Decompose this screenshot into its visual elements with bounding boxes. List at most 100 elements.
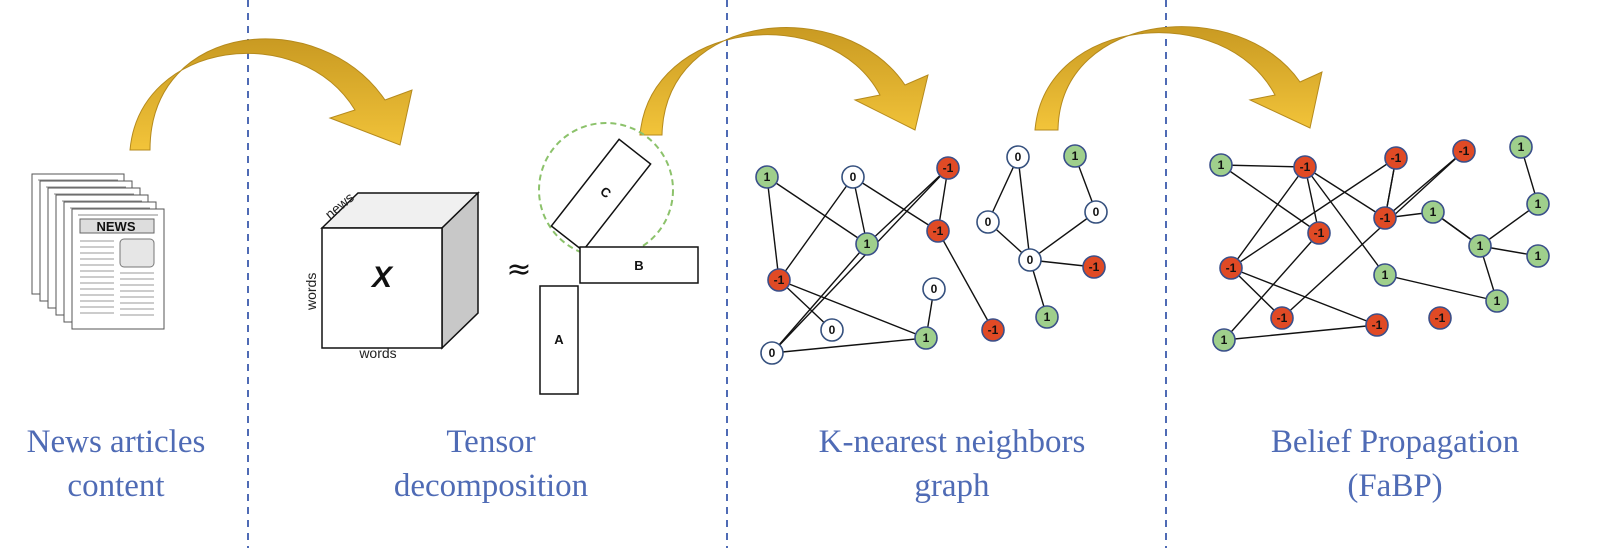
knn-graph-node — [820, 318, 844, 342]
knn-graph-node — [1018, 248, 1042, 272]
curved-arrow-3 — [1034, 26, 1323, 131]
knn-graph-node — [1006, 145, 1030, 169]
knn-graph-node — [914, 326, 938, 350]
knn-graph-edge — [771, 243, 868, 354]
knn-graph-node-label: 0 — [769, 346, 776, 360]
fabp-graph-node — [1307, 221, 1331, 245]
fabp-graph-node-label: -1 — [1391, 151, 1402, 165]
knn-graph-node-label: 0 — [829, 323, 836, 337]
fabp-graph-node-label: -1 — [1372, 318, 1383, 332]
fabp-graph-edge — [1230, 166, 1306, 269]
caption-stage-4-line-2: (FaBP) — [1347, 468, 1442, 504]
knn-graph-edge — [771, 167, 949, 354]
knn-graph-node-label: -1 — [943, 161, 954, 175]
fabp-graph-edge — [1230, 157, 1397, 269]
caption-stage-3-line-2: graph — [914, 468, 990, 504]
knn-graph-node-label: 0 — [1015, 150, 1022, 164]
curved-arrow-1 — [129, 38, 413, 151]
tensor-left-axis-label: words — [303, 273, 319, 311]
knn-graph-node — [976, 210, 1000, 234]
knn-graph-node-label: 0 — [1093, 205, 1100, 219]
fabp-graph-edge — [1384, 274, 1498, 302]
curved-arrow-2 — [639, 27, 929, 136]
fabp-graph-node — [1270, 306, 1294, 330]
fabp-graph-node-label: -1 — [1226, 261, 1237, 275]
fabp-graph-node-label: 1 — [1218, 158, 1225, 172]
knn-graph-edge — [778, 279, 927, 339]
tensor-symbol: X — [370, 261, 394, 294]
approx-symbol: ≈ — [506, 252, 531, 287]
fabp-graph-edge — [1304, 166, 1386, 276]
fabp-graph-node — [1468, 234, 1492, 258]
caption-stage-2-line-1: Tensor — [446, 424, 535, 460]
caption-stage-1-line-2: content — [67, 468, 164, 504]
caption-stage-4-line-1: Belief Propagation — [1271, 424, 1519, 460]
knn-graph-edge — [987, 156, 1019, 223]
knn-graph-node — [760, 341, 784, 365]
caption-stage-1-line-1: News articles — [27, 424, 206, 460]
fabp-graph-node — [1509, 135, 1533, 159]
fabp-graph-node — [1384, 146, 1408, 170]
factor-a-matrix — [539, 285, 579, 395]
fabp-graph-node-label: -1 — [1300, 160, 1311, 174]
fabp-graph-node — [1526, 192, 1550, 216]
knn-graph-edge — [866, 167, 949, 245]
fabp-graph-node-label: 1 — [1494, 294, 1501, 308]
factor-b-label: B — [634, 258, 643, 273]
fabp-graph-node-label: 1 — [1477, 239, 1484, 253]
fabp-graph-edge — [1223, 232, 1320, 341]
knn-graph-edge — [852, 176, 939, 232]
knn-graph-edge — [1029, 211, 1097, 261]
knn-graph-node — [1082, 255, 1106, 279]
fabp-graph-node-label: 1 — [1430, 205, 1437, 219]
knn-graph-node-label: 1 — [923, 331, 930, 345]
tensor-cube — [320, 191, 480, 350]
fabp-graph-node-label: 1 — [1535, 197, 1542, 211]
knn-graph-node — [1063, 144, 1087, 168]
fabp-graph-node — [1219, 256, 1243, 280]
fabp-graph-node-label: -1 — [1380, 211, 1391, 225]
fabp-graph-node-label: 1 — [1535, 249, 1542, 263]
fabp-graph-node — [1485, 289, 1509, 313]
knn-graph-node-label: 1 — [864, 237, 871, 251]
tensor-bottom-axis-label: words — [358, 345, 396, 361]
knn-graph-node — [1035, 305, 1059, 329]
fabp-graph-node-label: 1 — [1382, 268, 1389, 282]
factor-a-label: A — [554, 332, 564, 347]
knn-graph-node — [926, 219, 950, 243]
knn-graph-node — [936, 156, 960, 180]
fabp-graph-node — [1421, 200, 1445, 224]
knn-graph-node — [1084, 200, 1108, 224]
fabp-graph-edge — [1479, 203, 1539, 247]
knn-graph-node-label: 0 — [1027, 253, 1034, 267]
fabp-graph-node — [1452, 139, 1476, 163]
fabp-graph-node — [1209, 153, 1233, 177]
fabp-graph-edge — [1230, 267, 1283, 319]
fabp-graph-node — [1365, 313, 1389, 337]
fabp-graph-node — [1373, 206, 1397, 230]
knn-graph-node-label: 0 — [985, 215, 992, 229]
fabp-graph-edge — [1281, 150, 1465, 319]
knn-graph-node-label: 0 — [931, 282, 938, 296]
factor-c-matrix — [550, 138, 652, 252]
caption-stage-3-line-1: K-nearest neighbors — [819, 424, 1086, 460]
knn-graph-edge — [766, 176, 868, 245]
fabp-graph-node — [1293, 155, 1317, 179]
knn-graph-node — [767, 268, 791, 292]
newspaper-masthead: NEWS — [97, 219, 136, 234]
knn-graph-node-label: 1 — [1072, 149, 1079, 163]
fabp-graph-node-label: -1 — [1459, 144, 1470, 158]
knn-graph-node-label: 1 — [764, 170, 771, 184]
knn-graph-edge — [778, 176, 854, 281]
fabp-graph-edge — [1220, 164, 1306, 168]
knn-graph-node-label: 1 — [1044, 310, 1051, 324]
fabp-graph-node — [1526, 244, 1550, 268]
fabp-graph-node — [1428, 306, 1452, 330]
knn-graph-edge — [771, 337, 927, 354]
knn-graph-node-label: 0 — [850, 170, 857, 184]
knn-graph-edge — [937, 230, 994, 331]
knn-graph-node-label: -1 — [1089, 260, 1100, 274]
caption-stage-2-line-2: decomposition — [394, 468, 588, 504]
